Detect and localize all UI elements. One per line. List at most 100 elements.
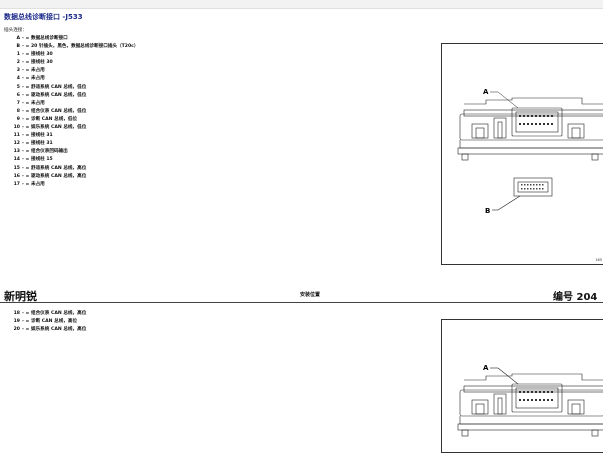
pin-entry: 20- = 娱乐系统 CAN 总线，高位 xyxy=(6,326,87,334)
connector-drawing-2: A xyxy=(457,364,603,437)
pin-id: A xyxy=(16,36,20,41)
callout-a-1: A xyxy=(483,88,489,96)
pin-entry: B- = 20 针插头，黑色，数据总线诊断接口插头（T20c） xyxy=(6,43,139,51)
pin-description: 驱动系统 CAN 总线，高位 xyxy=(30,173,87,179)
pin-description: 驱动系统 CAN 总线，低位 xyxy=(30,92,87,98)
connector-figure-2: A xyxy=(441,319,603,453)
pin-dash: - = xyxy=(22,60,31,66)
pin-description: 组合仪表 CAN 总线，高位 xyxy=(30,311,87,316)
pin-dash: - = xyxy=(22,149,31,155)
pin-description: 未占用 xyxy=(30,100,45,106)
pin-dash: - = xyxy=(22,108,31,114)
pin-id: 3 xyxy=(16,68,20,74)
pin-entry: 19- = 诊断 CAN 总线，高位 xyxy=(6,318,86,326)
pin-description: 娱乐系统 CAN 总线，高位 xyxy=(30,327,87,333)
pin-id: 11 xyxy=(13,133,20,139)
pin-description: 未占用 xyxy=(30,68,45,74)
pin-id: 10 xyxy=(13,125,20,131)
pin-description: 20 针插头，黑色，数据总线诊断接口插头（T20c） xyxy=(30,44,139,50)
pin-id: 18 xyxy=(13,311,20,316)
pin-entry: 4- = 未占用 xyxy=(6,75,139,83)
pin-entry: 10- = 娱乐系统 CAN 总线，低位 xyxy=(6,124,139,132)
figure-code: 165 xyxy=(595,258,602,262)
pin-description: 诊断 CAN 总线，低位 xyxy=(30,116,78,122)
top-toolbar xyxy=(0,0,603,9)
pin-id: B xyxy=(16,44,20,50)
pin-entry: 6- = 驱动系统 CAN 总线，低位 xyxy=(6,92,139,100)
pin-description: 未占用 xyxy=(30,76,45,82)
pin-dash: - = xyxy=(22,327,31,333)
pin-id: 1 xyxy=(16,52,20,58)
connector-figure-1: A B 165 xyxy=(441,43,603,265)
pin-description: 舒适系统 CAN 总线，高位 xyxy=(30,165,87,171)
pin-entry: 13- = 组合仪表回码输出 xyxy=(6,148,139,156)
pin-entry: 8- = 组合仪表 CAN 总线，低位 xyxy=(6,108,139,116)
pin-entry: 3- = 未占用 xyxy=(6,67,139,75)
section-heading: 安装位置 xyxy=(300,292,321,298)
pin-dash: - = xyxy=(22,36,31,41)
pin-id: 7 xyxy=(16,100,20,106)
pin-dash: - = xyxy=(22,100,31,106)
pin-dash: - = xyxy=(22,44,31,50)
connection-label: 插头连接： xyxy=(4,28,27,33)
pin-entry: 1- = 接线柱 30 xyxy=(6,51,139,59)
pin-description: 数据总线诊断接口 xyxy=(30,36,68,41)
pin-id: 12 xyxy=(13,141,20,147)
pin-description: 未占用 xyxy=(30,181,45,187)
pin-id: 4 xyxy=(16,76,20,82)
pin-id: 14 xyxy=(13,157,20,163)
pin-description: 组合仪表回码输出 xyxy=(30,149,68,155)
pin-description: 组合仪表 CAN 总线，低位 xyxy=(30,108,87,114)
pin-description: 诊断 CAN 总线，高位 xyxy=(30,319,78,325)
pin-id: 19 xyxy=(13,319,20,325)
pin-entry: 14- = 接线柱 15 xyxy=(6,156,139,164)
pin-dash: - = xyxy=(22,68,31,74)
pin-dash: - = xyxy=(22,141,31,147)
pin-id: 15 xyxy=(13,165,20,171)
pin-id: 8 xyxy=(16,108,20,114)
pin-entry: A- = 数据总线诊断接口 xyxy=(6,35,139,43)
pin-description: 接线柱 30 xyxy=(30,52,53,58)
pin-dash: - = xyxy=(22,76,31,82)
pin-entry: 17- = 未占用 xyxy=(6,181,139,189)
pin-entry: 15- = 舒适系统 CAN 总线，高位 xyxy=(6,165,139,173)
pin-description: 接线柱 30 xyxy=(30,60,53,66)
pin-description: 接线柱 31 xyxy=(30,133,53,139)
pin-entry: 2- = 接线柱 30 xyxy=(6,59,139,67)
pin-dash: - = xyxy=(22,157,31,163)
pin-dash: - = xyxy=(22,165,31,171)
connector-drawing-1: A B xyxy=(457,88,603,215)
pin-entry: 12- = 接线柱 31 xyxy=(6,140,139,148)
pin-id: 9 xyxy=(16,116,20,122)
page-number: 编号 204 xyxy=(553,292,598,303)
pin-entry: 5- = 舒适系统 CAN 总线，低位 xyxy=(6,84,139,92)
pin-dash: - = xyxy=(22,173,31,179)
page-footer: 新明锐 安装位置 编号 204 xyxy=(0,284,603,304)
pin-description: 舒适系统 CAN 总线，低位 xyxy=(30,84,87,90)
callout-b: B xyxy=(485,207,490,215)
pin-id: 20 xyxy=(13,327,20,333)
pin-id: 17 xyxy=(13,181,20,187)
pin-entry: 11- = 接线柱 31 xyxy=(6,132,139,140)
pin-dash: - = xyxy=(22,181,31,187)
page-divider xyxy=(0,302,603,303)
pin-dash: - = xyxy=(22,92,31,98)
pin-entry: 18- = 组合仪表 CAN 总线，高位 xyxy=(6,310,87,318)
pin-description: 接线柱 15 xyxy=(30,157,53,163)
pin-entry: 16- = 驱动系统 CAN 总线，高位 xyxy=(6,173,139,181)
pin-dash: - = xyxy=(22,319,31,325)
pin-dash: - = xyxy=(22,116,31,122)
pin-id: 2 xyxy=(16,60,20,66)
pin-description: 娱乐系统 CAN 总线，低位 xyxy=(30,125,87,131)
pin-id: 5 xyxy=(16,84,20,90)
pin-entry: 7- = 未占用 xyxy=(6,100,139,108)
pin-description: 接线柱 31 xyxy=(30,141,53,147)
pin-dash: - = xyxy=(22,125,31,131)
pin-dash: - = xyxy=(22,311,31,316)
pin-id: 13 xyxy=(13,149,20,155)
brand-name: 新明锐 xyxy=(4,290,37,303)
pin-id: 16 xyxy=(13,173,20,179)
callout-a-2: A xyxy=(483,364,489,372)
